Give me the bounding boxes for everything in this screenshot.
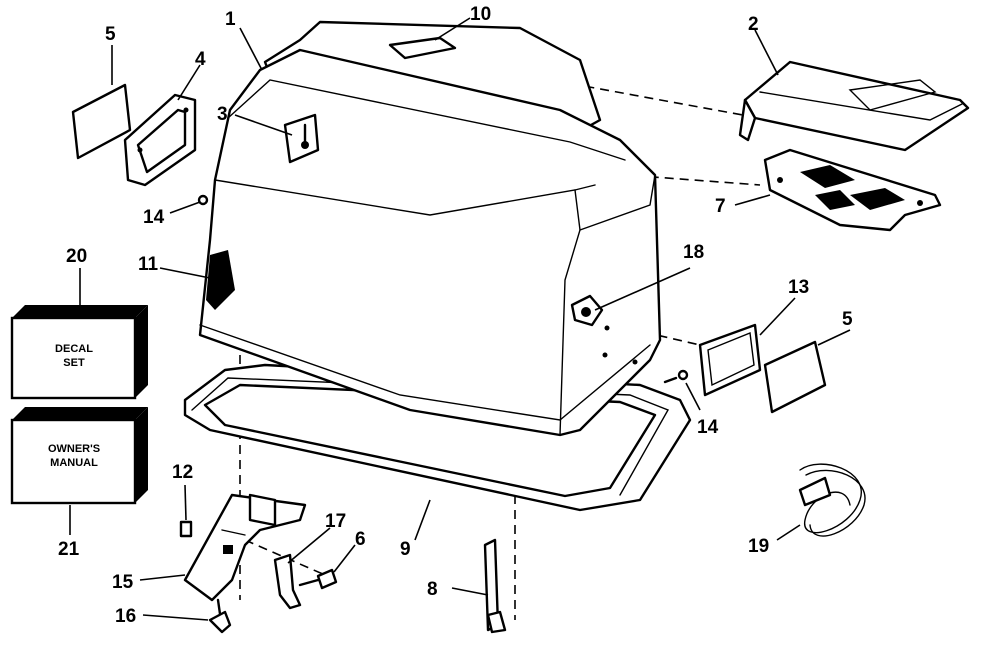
callout-17: 17 bbox=[325, 511, 346, 532]
callout-15: 15 bbox=[112, 572, 134, 593]
callout-1: 1 bbox=[225, 9, 236, 30]
callout-4: 4 bbox=[195, 49, 206, 70]
owners-manual-box: OWNER'S MANUAL bbox=[10, 407, 148, 505]
part-6-bolt bbox=[298, 568, 338, 590]
part-7-gasket bbox=[763, 148, 942, 232]
part-4-frame bbox=[123, 93, 197, 187]
part-3-latch bbox=[283, 113, 320, 164]
callout-6: 6 bbox=[355, 529, 366, 550]
owners-manual-line2: MANUAL bbox=[50, 457, 98, 469]
part-15-bracket bbox=[183, 493, 307, 602]
callout-19: 19 bbox=[748, 536, 769, 557]
screw-right bbox=[663, 369, 689, 384]
callout-11: 11 bbox=[138, 254, 159, 275]
callout-12: 12 bbox=[172, 462, 193, 483]
callout-18: 18 bbox=[683, 242, 704, 263]
owners-manual-line1: OWNER'S bbox=[48, 443, 100, 455]
part-14-screws bbox=[197, 194, 689, 384]
leader-lines bbox=[69, 17, 851, 621]
callout-2: 2 bbox=[748, 14, 759, 35]
decal-set-box: DECAL SET bbox=[10, 305, 148, 400]
callout-20: 20 bbox=[66, 246, 87, 267]
part-12-clip bbox=[179, 520, 193, 538]
callout-8: 8 bbox=[427, 579, 438, 600]
part-5-plate-right bbox=[763, 340, 827, 414]
callout-numbers: 1 10 2 5 4 3 7 14 11 18 13 5 14 20 21 12… bbox=[58, 4, 853, 627]
callout-5-left: 5 bbox=[105, 24, 116, 45]
callout-16: 16 bbox=[115, 606, 136, 627]
part-17-strap bbox=[273, 553, 302, 610]
part-13-frame bbox=[698, 323, 762, 397]
part-5-plate-left bbox=[71, 83, 132, 160]
callout-14-left: 14 bbox=[143, 207, 165, 228]
decal-set-line2: SET bbox=[63, 357, 85, 369]
callout-13: 13 bbox=[788, 277, 809, 298]
part-2-cover bbox=[738, 60, 970, 152]
screw-left bbox=[197, 194, 209, 206]
callout-14-right: 14 bbox=[697, 417, 719, 438]
callout-9: 9 bbox=[400, 539, 411, 560]
part-8-bar bbox=[483, 538, 507, 634]
callout-5-right: 5 bbox=[842, 309, 853, 330]
part-18-grommet bbox=[570, 294, 604, 327]
callout-21: 21 bbox=[58, 539, 80, 560]
decal-set-line1: DECAL bbox=[55, 343, 93, 355]
callout-7: 7 bbox=[715, 196, 726, 217]
callout-10: 10 bbox=[470, 4, 491, 25]
part-19-cable bbox=[798, 463, 866, 537]
part-16-standoff bbox=[208, 598, 232, 634]
callout-3: 3 bbox=[217, 104, 228, 125]
